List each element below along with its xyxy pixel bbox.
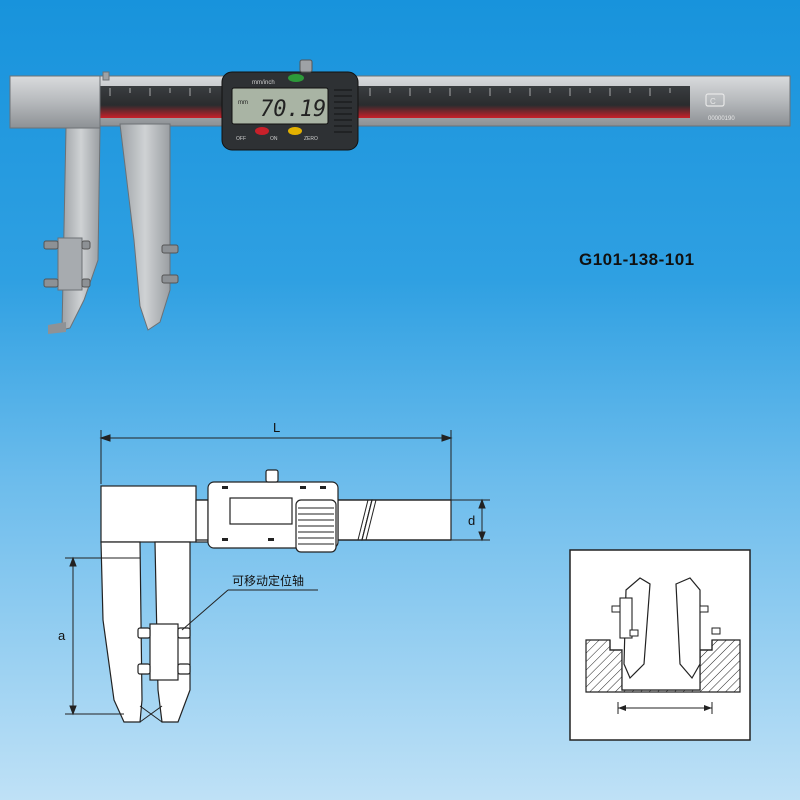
display-buttons: OFF ON ZERO — [236, 74, 318, 142]
usage-inset — [569, 549, 751, 741]
off-button — [255, 127, 269, 135]
lcd-reading: 70.19 — [260, 97, 326, 122]
callout-text: 可移动定位轴 — [232, 573, 304, 588]
depth-dimension — [451, 498, 490, 542]
mode-label: mm/inch — [252, 80, 275, 86]
callout-leader — [181, 589, 318, 631]
brand-logo-icon: C — [705, 93, 725, 107]
locating-pins — [43, 237, 91, 291]
off-label: OFF — [236, 136, 246, 142]
knurled-grip — [334, 89, 352, 133]
beam-outline — [100, 485, 452, 543]
digital-display-unit: mm/inch mm 70.19 OFF ON ZERO — [221, 59, 359, 151]
height-label: a — [58, 628, 66, 643]
svg-text:C: C — [710, 97, 716, 106]
height-dimension — [65, 556, 140, 716]
depth-label: d — [468, 513, 475, 528]
readout-outline — [207, 469, 339, 553]
serial-number: 00000190 — [708, 116, 735, 122]
caliper-photo: C 00000190 mm/inch — [9, 59, 791, 334]
zero-button — [288, 127, 302, 135]
sliding-jaw — [119, 123, 179, 331]
length-label: L — [273, 420, 280, 435]
fixed-jaw-outline — [100, 541, 143, 723]
on-label: ON — [270, 136, 278, 142]
zero-label: ZERO — [304, 136, 318, 142]
readout-grip — [298, 507, 334, 545]
mode-button — [288, 74, 304, 82]
thumb-roller-icon — [299, 59, 313, 73]
pin-clamp-outline — [137, 623, 191, 681]
model-code: G101-138-101 — [579, 250, 695, 269]
display-unit: mm — [238, 100, 248, 106]
